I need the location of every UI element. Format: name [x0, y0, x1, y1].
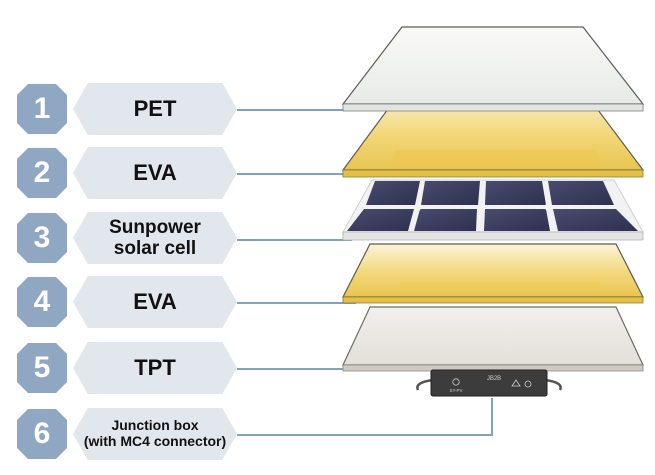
layer-3-number: 3 [17, 213, 67, 263]
recycle-icon [452, 378, 460, 386]
layer-6-number: 6 [17, 409, 67, 459]
layer-6-label: Junction box (with MC4 connector) [73, 408, 237, 460]
eva-lower-layer [342, 243, 644, 304]
warning-icon [511, 379, 521, 387]
connector-lines [237, 109, 493, 436]
ul-mark-icon [524, 380, 532, 388]
layer-2-number: 2 [17, 148, 67, 198]
tpt-layer [342, 306, 644, 372]
pet-layer [341, 26, 645, 112]
layer-2-label: EVA [73, 147, 237, 199]
junction-box-model: JB2B [487, 376, 501, 382]
solar-cell-layer [342, 179, 644, 241]
layer-5-number: 5 [17, 343, 67, 393]
layer-1-number: 1 [17, 84, 67, 134]
layer-5-label: TPT [73, 342, 237, 394]
junction-box-brand: SY-PV [449, 388, 462, 393]
layer-4-label: EVA [73, 276, 237, 328]
layer-1-label: PET [73, 83, 237, 135]
layer-4-number: 4 [17, 277, 67, 327]
junction-box: JB2B SY-PV [416, 369, 562, 397]
connector-line-6 [237, 398, 493, 436]
layer-3-label: Sunpower solar cell [73, 212, 237, 264]
